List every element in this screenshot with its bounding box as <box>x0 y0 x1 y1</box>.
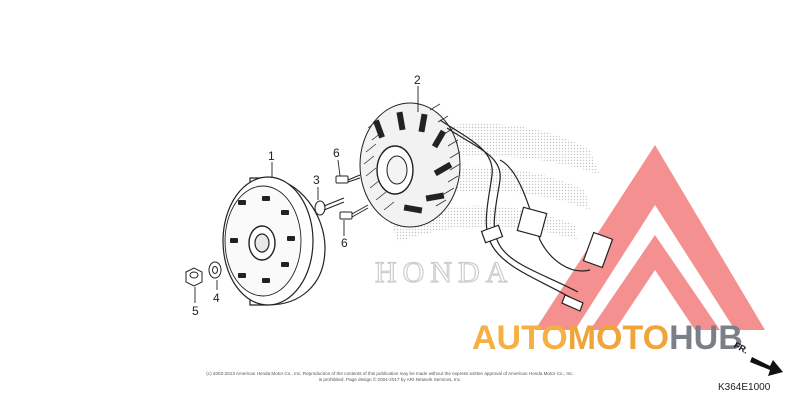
flange-nut <box>185 267 203 287</box>
flat-washer <box>208 261 222 279</box>
callout-5: 5 <box>192 304 199 318</box>
brand-hub: HUB <box>669 319 743 357</box>
flywheel <box>222 176 326 306</box>
automotohub-brand-text: AUTOMOTOHUB <box>472 318 800 358</box>
callout-4: 4 <box>213 291 220 305</box>
brand-moto: MOTO <box>567 319 670 357</box>
direction-arrow <box>750 357 783 376</box>
bolt-washer <box>314 197 345 216</box>
automotohub-triangle-logo <box>535 145 765 330</box>
callout-3: 3 <box>313 173 320 187</box>
callout-6-upper: 6 <box>333 146 340 160</box>
leader-lines <box>194 86 419 303</box>
stator-coil <box>359 102 461 228</box>
brand-auto: AUTO <box>472 319 568 357</box>
bolt-upper <box>335 174 361 184</box>
wire-harness <box>439 119 614 312</box>
callout-2: 2 <box>414 73 421 87</box>
copyright-notice: (c) 2002-2013 American Honda Motor Co., … <box>206 371 574 382</box>
diagram-code: K364E1000 <box>718 382 771 393</box>
callout-1: 1 <box>268 149 275 163</box>
honda-wing-text: HONDA <box>375 256 513 289</box>
callout-6-lower: 6 <box>341 236 348 250</box>
bolt-lower <box>339 204 369 220</box>
